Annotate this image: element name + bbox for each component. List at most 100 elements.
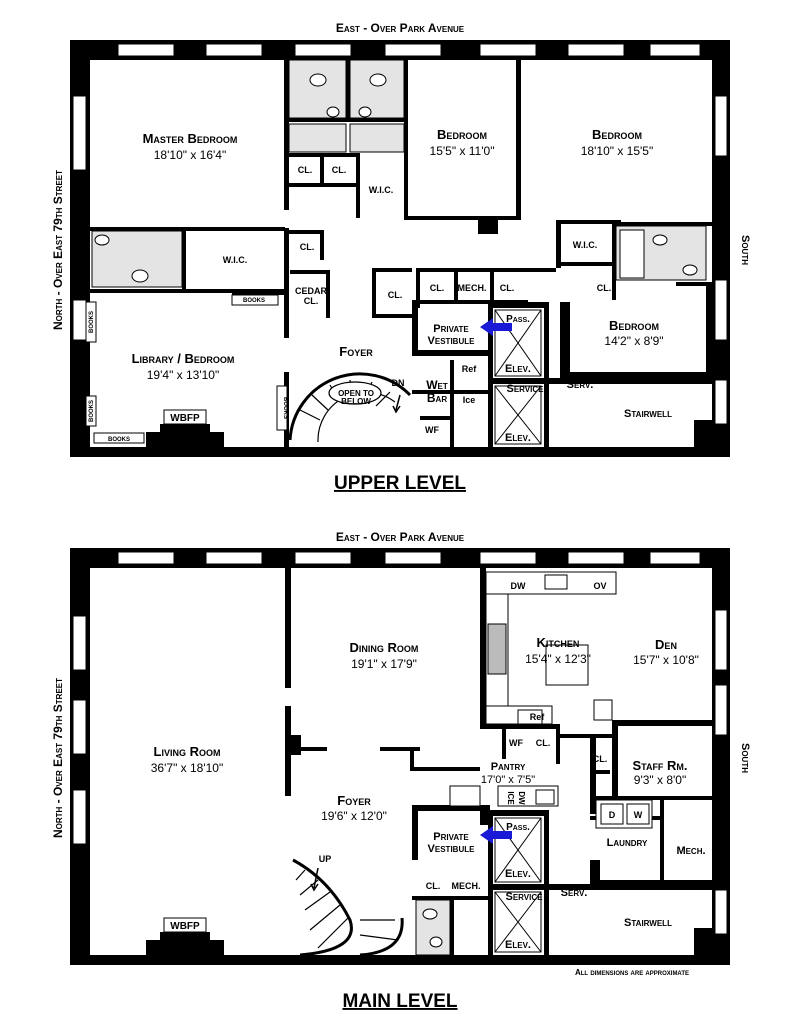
upper-mech-label: MECH.: [458, 283, 487, 293]
kitchen-ref-label: Ref: [530, 712, 546, 722]
bar-label: Bar: [427, 391, 447, 405]
main-fireplace: [163, 917, 207, 933]
upper-bath-fixtures: [91, 59, 707, 288]
pantry-fixtures: [449, 785, 653, 829]
pantry-name: Pantry: [491, 761, 526, 773]
bedroom-4-dim: 14'2" x 8'9": [604, 334, 663, 348]
up-label: UP: [319, 854, 332, 864]
main-windows-side: [72, 609, 728, 935]
upper-north-label: North - Over East 79th Street: [51, 170, 65, 330]
main-mech-2-label: MECH.: [452, 881, 481, 891]
main-south-label: South: [739, 743, 751, 773]
dining-room-name: Dining Room: [350, 640, 419, 655]
upper-spiral-stair: [288, 372, 412, 443]
upper-windows-top: [117, 43, 701, 57]
upper-cl-7: CL.: [597, 283, 612, 293]
dining-room-dim: 19'1" x 17'9": [351, 657, 417, 671]
upper-level-title: UPPER LEVEL: [334, 473, 466, 494]
upper-elev-service-label: Elev.: [505, 432, 531, 444]
staff-room-dim: 9'3" x 8'0": [634, 773, 686, 787]
cedar-cl-label: CL.: [304, 296, 319, 306]
dryer-label: D: [609, 810, 616, 820]
cedar-label: CEDAR: [295, 286, 328, 296]
main-elev-label: Elev.: [505, 868, 531, 880]
main-level-plan: [70, 548, 730, 965]
library-name: Library / Bedroom: [132, 351, 235, 366]
upper-cl-6: CL.: [500, 283, 515, 293]
upper-elev-label: Elev.: [505, 363, 531, 375]
kitchen-dim: 15'4" x 12'3": [525, 652, 591, 666]
upper-service-label: Service: [507, 383, 545, 395]
living-room-dim: 36'7" x 18'10": [151, 761, 224, 775]
upper-cl-4: CL.: [388, 290, 403, 300]
upper-pass-label: Pass.: [506, 314, 530, 325]
upper-wf-label: WF: [425, 425, 439, 435]
bedroom-2-name: Bedroom: [437, 127, 487, 142]
main-windows-top: [117, 551, 701, 565]
main-vestibule-label: Vestibule: [428, 843, 476, 855]
main-bath-fixtures: [415, 899, 451, 956]
main-vestibule-arrow-icon: [480, 826, 512, 844]
main-wbfp-label: WBFP: [170, 921, 200, 932]
main-east-label: East - Over Park Avenue: [336, 530, 465, 544]
upper-windows-side: [72, 95, 728, 425]
main-elevators: [494, 817, 542, 953]
main-service-label: Service: [506, 891, 544, 903]
dimensions-note: All dimensions are approximate: [575, 968, 689, 977]
books-label-4: BOOKS: [89, 400, 95, 422]
main-level-title: MAIN LEVEL: [342, 991, 457, 1012]
upper-ice-label: Ice: [463, 395, 476, 405]
upper-level-plan: [70, 40, 730, 457]
upper-serv-label: Serv.: [567, 379, 594, 391]
open-to-label: OPEN TO: [338, 389, 374, 398]
books-label-3: BOOKS: [89, 311, 95, 333]
den-dim: 15'7" x 10'8": [633, 653, 699, 667]
main-wf-label: WF: [509, 738, 523, 748]
library-dim: 19'4" x 13'10": [147, 368, 220, 382]
upper-interior-walls: [90, 60, 714, 447]
main-spiral-stair: [292, 858, 404, 957]
main-cl-3: CL.: [426, 881, 441, 891]
bedroom-3-name: Bedroom: [592, 127, 642, 142]
main-stairwell-label: Stairwell: [624, 917, 672, 929]
main-cl-2: CL.: [593, 754, 608, 764]
kitchen-dw-label: DW: [511, 581, 526, 591]
upper-fireplace: [163, 409, 207, 425]
dn-label: DN: [392, 378, 405, 388]
master-bedroom-dim: 18'10" x 16'4": [154, 148, 227, 162]
kitchen-ov-label: OV: [593, 581, 606, 591]
books-label-5: BOOKS: [282, 397, 288, 419]
upper-wic-3: W.I.C.: [573, 240, 598, 250]
main-foyer-name: Foyer: [337, 793, 371, 808]
main-foyer-dim: 19'6" x 12'0": [321, 809, 387, 823]
upper-ref-label: Ref: [462, 364, 478, 374]
upper-east-label: East - Over Park Avenue: [336, 21, 465, 35]
main-north-label: North - Over East 79th Street: [51, 678, 65, 838]
washer-label: W: [634, 810, 643, 820]
upper-elevators: [494, 309, 542, 445]
pantry-dim: 17'0" x 7'5": [481, 774, 535, 786]
main-mech-label: Mech.: [676, 845, 705, 857]
wet-label: Wet: [426, 378, 448, 392]
main-serv-label: Serv.: [561, 887, 588, 899]
pantry-ice-label: ICE: [506, 791, 515, 805]
upper-private-label: Private: [433, 323, 469, 335]
books-label-1: BOOKS: [243, 298, 265, 304]
upper-vestibule-label: Vestibule: [428, 335, 476, 347]
upper-cl-2: CL.: [332, 165, 347, 175]
living-room-name: Living Room: [154, 744, 221, 759]
laundry-label: Laundry: [607, 837, 648, 849]
bedroom-4-name: Bedroom: [609, 318, 659, 333]
upper-wbfp-label: WBFP: [170, 413, 200, 424]
upper-bookshelves: [85, 294, 288, 444]
below-label: BELOW: [341, 397, 371, 406]
main-interior-walls: [146, 568, 714, 955]
upper-cl-1: CL.: [298, 165, 313, 175]
upper-south-label: South: [739, 235, 751, 265]
upper-cl-3: CL.: [300, 242, 315, 252]
kitchen-name: Kitchen: [537, 635, 580, 650]
bedroom-3-dim: 18'10" x 15'5": [581, 144, 654, 158]
upper-wic-1: W.I.C.: [369, 185, 394, 195]
main-cl-1: CL.: [536, 738, 551, 748]
